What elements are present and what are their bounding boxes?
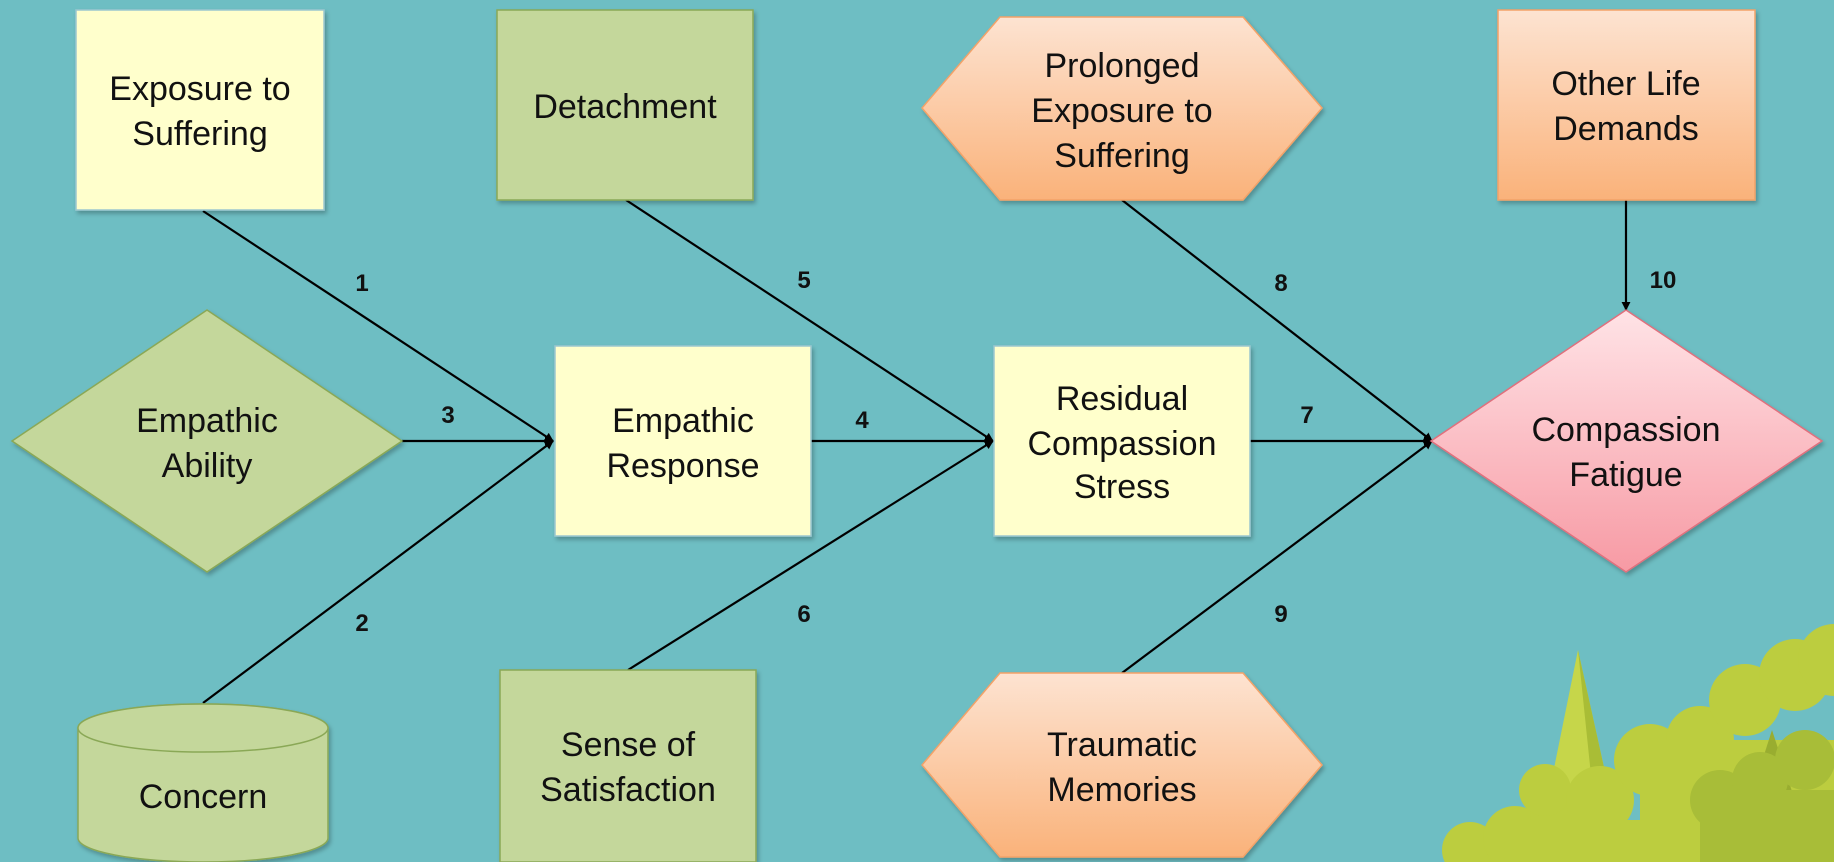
- svg-text:Detachment: Detachment: [533, 88, 717, 126]
- edge-9: [1121, 440, 1433, 674]
- svg-text:Stress: Stress: [1074, 468, 1170, 506]
- svg-text:Concern: Concern: [139, 778, 268, 816]
- edge-label-2: 2: [355, 610, 368, 637]
- node-exposure-to-suffering: Exposure to Suffering: [75, 9, 325, 211]
- svg-text:Satisfaction: Satisfaction: [540, 771, 716, 809]
- node-empathic-ability: Empathic Ability: [10, 309, 404, 573]
- svg-text:Demands: Demands: [1553, 110, 1699, 148]
- svg-text:Empathic: Empathic: [612, 402, 754, 440]
- edge-6: [627, 440, 994, 671]
- svg-text:Compassion: Compassion: [1532, 411, 1721, 449]
- node-empathic-response: Empathic Response: [554, 345, 812, 537]
- svg-text:Response: Response: [606, 447, 759, 485]
- edge-label-8: 8: [1274, 270, 1287, 297]
- decorative-trees: [1442, 624, 1834, 862]
- edge-label-7: 7: [1300, 402, 1313, 429]
- svg-text:Traumatic: Traumatic: [1047, 726, 1197, 764]
- svg-text:Memories: Memories: [1047, 771, 1196, 809]
- svg-text:Suffering: Suffering: [132, 115, 267, 153]
- svg-text:Ability: Ability: [162, 447, 253, 485]
- svg-text:Empathic: Empathic: [136, 402, 278, 440]
- edge-label-5: 5: [797, 267, 810, 294]
- svg-text:Prolonged: Prolonged: [1044, 47, 1199, 85]
- edge-2: [202, 440, 554, 704]
- node-compassion-fatigue: Compassion Fatigue: [1429, 309, 1824, 573]
- svg-text:Residual: Residual: [1056, 380, 1188, 418]
- svg-text:Sense of: Sense of: [561, 726, 696, 764]
- svg-text:Exposure to: Exposure to: [109, 70, 290, 108]
- svg-text:Fatigue: Fatigue: [1569, 456, 1682, 494]
- edge-label-6: 6: [797, 601, 810, 628]
- node-sense-of-satisfaction: Sense of Satisfaction: [499, 669, 757, 862]
- edge-label-10: 10: [1650, 267, 1677, 294]
- node-prolonged-exposure: Prolonged Exposure to Suffering: [921, 16, 1323, 201]
- node-traumatic-memories: Traumatic Memories: [921, 672, 1323, 858]
- edge-8: [1121, 199, 1433, 442]
- edge-1: [202, 210, 554, 442]
- edge-label-1: 1: [355, 270, 368, 297]
- svg-text:Suffering: Suffering: [1054, 137, 1189, 175]
- svg-text:Other Life: Other Life: [1551, 65, 1700, 103]
- node-residual-compassion-stress: Residual Compassion Stress: [993, 345, 1251, 537]
- edge-5: [625, 199, 994, 442]
- node-other-life-demands: Other Life Demands: [1497, 9, 1756, 201]
- edge-label-3: 3: [441, 402, 454, 429]
- edge-labels: 1 2 3 4 5 6 7 8 9 10: [355, 267, 1676, 637]
- node-concern: Concern: [77, 703, 329, 862]
- svg-text:Exposure to: Exposure to: [1031, 92, 1212, 130]
- svg-text:Compassion: Compassion: [1028, 425, 1217, 463]
- edge-label-4: 4: [855, 407, 869, 434]
- node-detachment: Detachment: [496, 9, 754, 201]
- edges: [202, 199, 1631, 704]
- edge-label-9: 9: [1274, 601, 1287, 628]
